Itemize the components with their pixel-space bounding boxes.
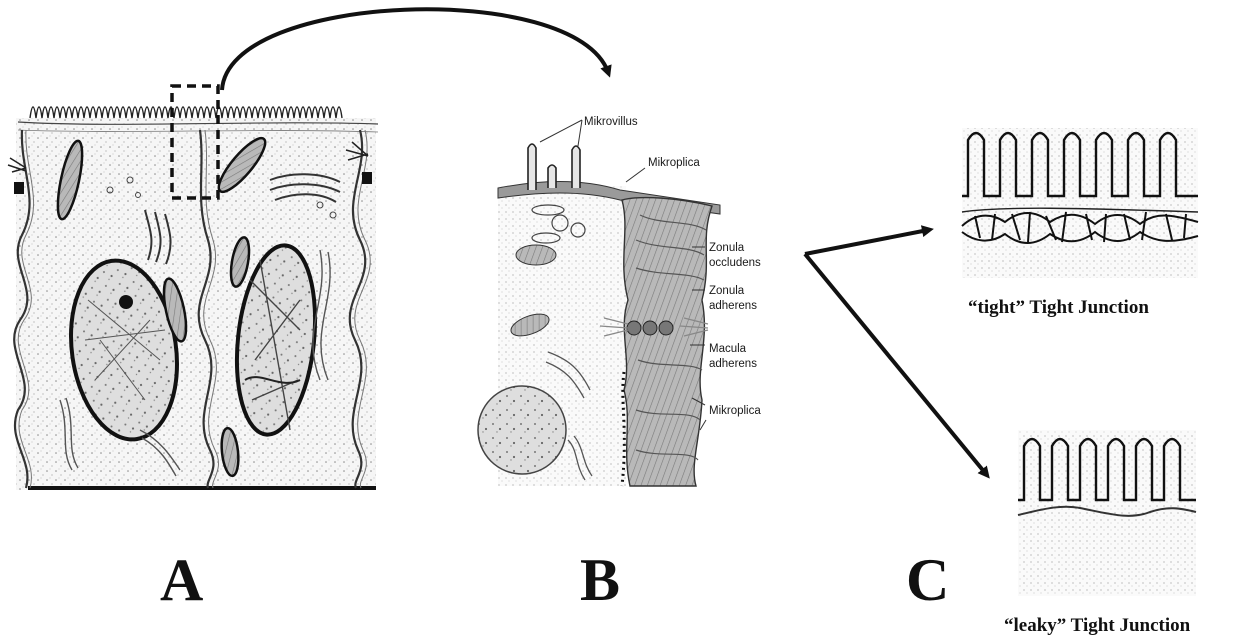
label-zonula-occludens-line2: occludens: [709, 257, 761, 269]
label-zonula-adherens-line2: adherens: [709, 300, 757, 312]
label-macula-adherens-line1: Macula: [709, 343, 747, 355]
caption-leaky-junction: “leaky” Tight Junction: [1004, 615, 1191, 636]
panel-a-microvilli: [30, 107, 342, 118]
label-macula-adherens-line2: adherens: [709, 358, 757, 370]
panel-letter-a: A: [160, 547, 203, 613]
label-mikrovillus: Mikrovillus: [584, 116, 638, 128]
panel-a-cell-diagram: [8, 86, 378, 490]
panel-letter-c: C: [906, 547, 949, 613]
label-mikroplica-bottom: Mikroplica: [709, 405, 761, 417]
panel-c-tight-junction: “tight” Tight Junction: [962, 128, 1198, 318]
arrow-to-tight: [805, 230, 928, 254]
panel-c-leaky-junction: “leaky” Tight Junction: [1004, 430, 1196, 636]
panel-letter-b: B: [580, 547, 620, 613]
caption-tight-junction: “tight” Tight Junction: [968, 297, 1149, 318]
arrow-to-leaky: [805, 254, 986, 474]
label-zonula-occludens-line1: Zonula: [709, 242, 745, 254]
panel-b-junction-column: [622, 198, 712, 486]
label-zonula-adherens-line1: Zonula: [709, 285, 745, 297]
arrow-a-to-b: [222, 9, 608, 90]
label-mikroplica-top: Mikroplica: [648, 157, 700, 169]
panel-b-nucleus: [478, 386, 566, 474]
panel-b-junction-detail: Mikrovillus Mikroplica Zonula occludens …: [478, 116, 761, 486]
panel-b-microvilli: [528, 144, 580, 190]
